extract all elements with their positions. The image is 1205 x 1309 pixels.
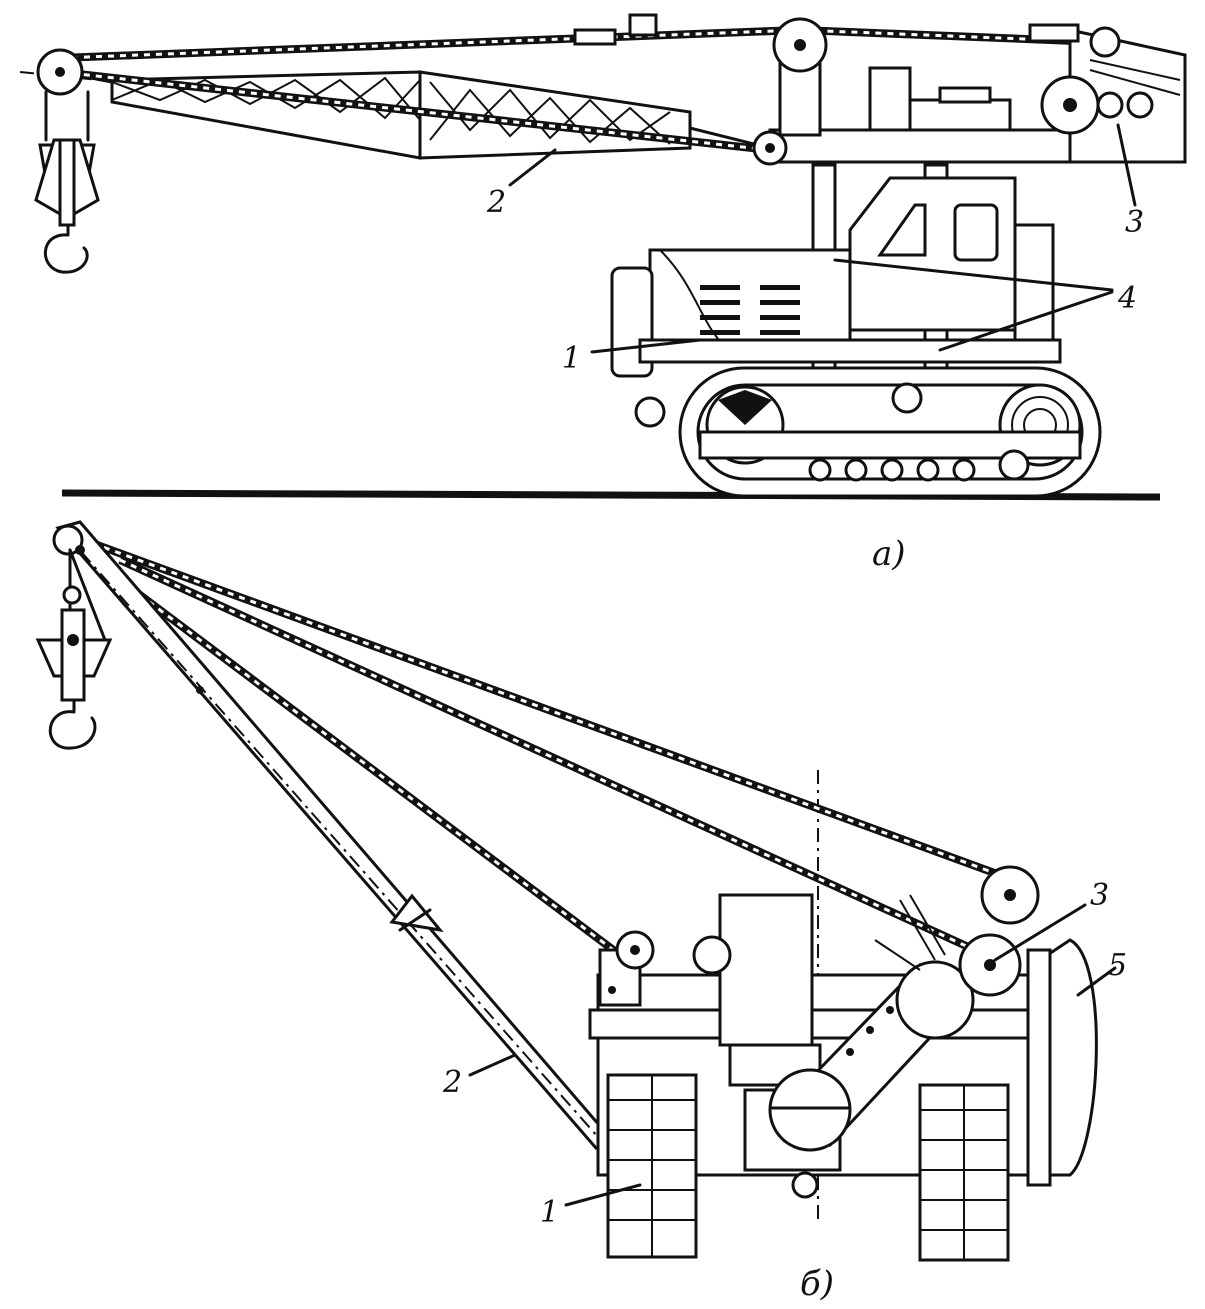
crawler-track-a xyxy=(678,366,1102,498)
panel-a-crane-side-view: 2 1 3 4 а) xyxy=(19,13,1187,574)
caption-a: а) xyxy=(872,534,906,574)
winch-assembly-b xyxy=(768,865,1040,1199)
crane-upper-frame xyxy=(573,13,1187,166)
leader-lines-b xyxy=(468,903,1117,1207)
label-b-2: 2 xyxy=(442,1065,462,1100)
label-a-1: 1 xyxy=(562,341,581,376)
label-a-4: 4 xyxy=(1117,281,1137,316)
tractor-cab xyxy=(848,176,1055,347)
caption-b: б) xyxy=(800,1264,834,1304)
panel-b-pipelayer-front-view: 2 1 3 5 б) xyxy=(35,520,1127,1304)
label-a-3: 3 xyxy=(1125,205,1144,240)
hook-block-b xyxy=(35,548,113,750)
side-boom xyxy=(55,520,615,1150)
hook-block-a xyxy=(34,90,100,274)
label-b-1: 1 xyxy=(540,1195,559,1230)
hook-a xyxy=(44,223,89,274)
label-b-3: 3 xyxy=(1090,878,1109,913)
boom-head-sheave-b xyxy=(52,524,84,556)
hook-b xyxy=(48,698,97,750)
label-a-2: 2 xyxy=(486,185,506,220)
tractor-hood xyxy=(610,248,1062,428)
crawler-tracks-b xyxy=(606,1073,1010,1262)
label-b-5: 5 xyxy=(1108,948,1127,983)
leader-lines-a xyxy=(508,123,1137,354)
